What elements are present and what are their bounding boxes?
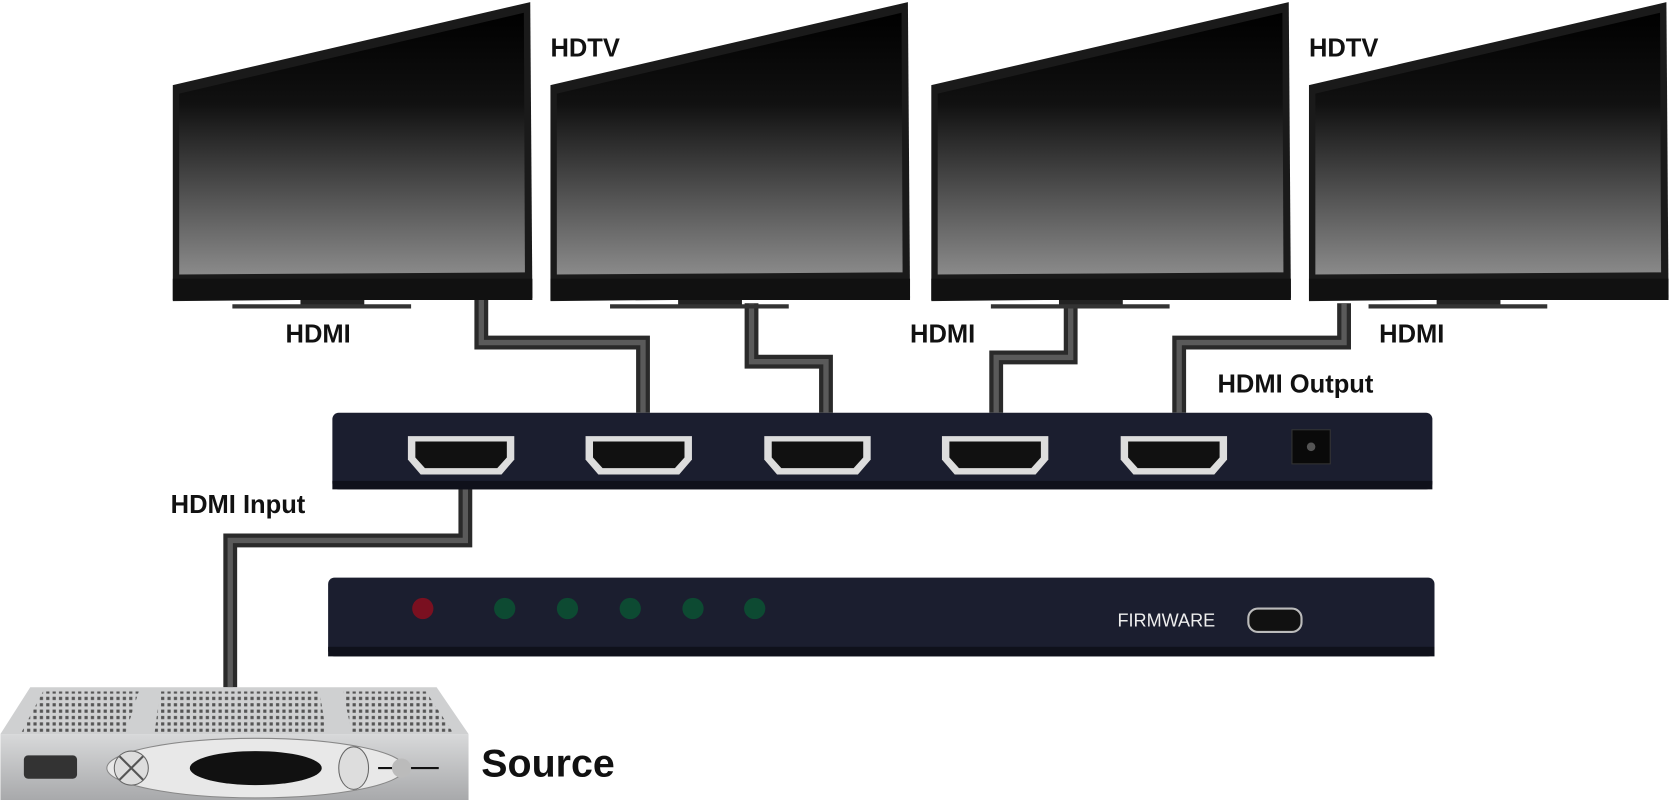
hdmi-output-port-3 (941, 436, 1049, 475)
hdtv-2 (550, 2, 911, 309)
output-led-5 (744, 597, 766, 620)
hdmi-output-port-1 (585, 436, 692, 475)
label-hdtv-right: HDTV (1309, 34, 1378, 62)
hdmi-output-port-4 (1120, 436, 1228, 475)
output-led-4 (682, 597, 704, 620)
label-hdtv-left: HDTV (550, 34, 619, 62)
micro-usb-port (1247, 607, 1303, 633)
label-hdmi-output: HDMI Output (1217, 371, 1373, 399)
label-hdmi-1: HDMI (286, 321, 351, 349)
output-led-1 (494, 597, 516, 620)
power-led (412, 597, 434, 620)
hdmi-output-port-2 (764, 436, 871, 475)
power-jack (1291, 429, 1331, 465)
cables (223, 300, 1351, 688)
label-hdmi-3: HDMI (1379, 321, 1444, 349)
hdtv-1 (172, 2, 533, 309)
hdtv-3 (931, 2, 1291, 309)
splitter-rear-panel (332, 412, 1433, 490)
splitter-front-panel: FIRMWARE (328, 577, 1435, 657)
firmware-label: FIRMWARE (1117, 611, 1215, 631)
output-led-3 (619, 597, 641, 620)
cable-tv1 (474, 300, 650, 413)
source-device (0, 687, 469, 800)
cable-tv2 (744, 303, 833, 413)
hdmi-input-port (407, 436, 515, 475)
hdtv-4 (1308, 2, 1669, 309)
label-hdmi-input: HDMI Input (171, 491, 306, 519)
label-hdmi-2: HDMI (910, 321, 975, 349)
output-led-2 (556, 597, 579, 620)
label-source: Source (481, 742, 614, 786)
